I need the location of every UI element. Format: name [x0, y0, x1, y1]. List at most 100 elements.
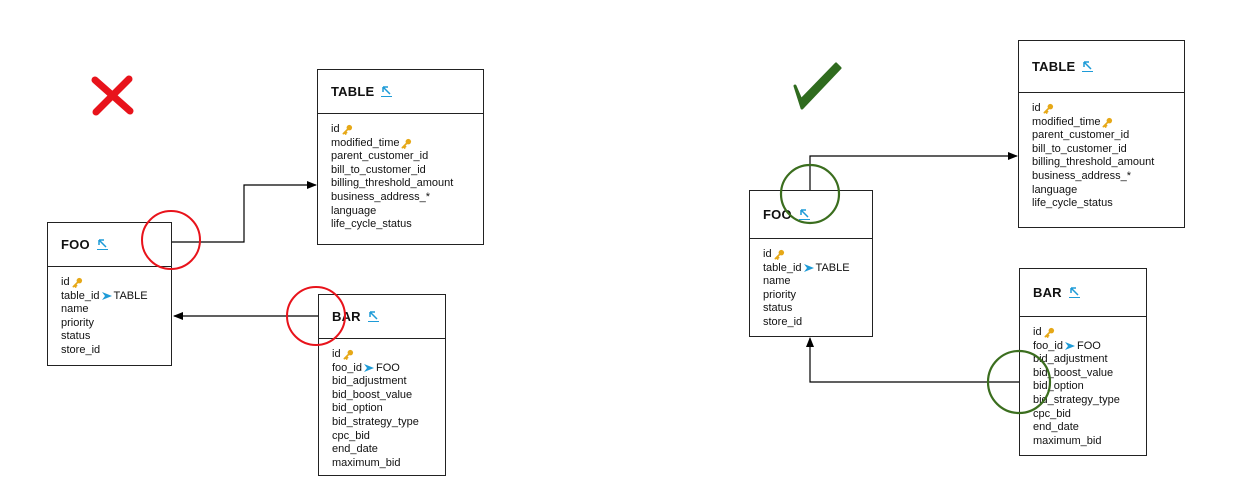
field-name: maximum_bid: [1033, 434, 1102, 447]
entity-header: TABLE: [1019, 41, 1184, 93]
field-row: bid_adjustment: [332, 375, 445, 389]
field-row: id: [331, 123, 483, 137]
field-row: status: [763, 302, 872, 316]
field-name: cpc_bid: [1033, 407, 1071, 420]
field-name: store_id: [61, 343, 101, 356]
field-name: bid_option: [1033, 380, 1084, 393]
field-row: store_id: [763, 316, 872, 330]
field-row: status: [61, 330, 171, 344]
field-row: foo_id FOO: [332, 362, 445, 376]
field-name: priority: [763, 288, 797, 301]
field-row: parent_customer_id: [331, 150, 483, 164]
external-link-icon[interactable]: [1068, 287, 1080, 298]
field-row: name: [61, 303, 171, 317]
field-name: id: [331, 123, 340, 135]
field-row: billing_threshold_amount: [331, 177, 483, 191]
field-row: end_date: [332, 443, 445, 457]
field-name: language: [1032, 183, 1078, 196]
external-link-icon[interactable]: [367, 311, 379, 322]
key-icon: [1103, 117, 1113, 128]
field-name: bid_option: [332, 402, 383, 415]
field-row: life_cycle_status: [331, 218, 483, 232]
field-row: id: [332, 348, 445, 362]
entity-title: FOO: [763, 207, 792, 222]
field-name: parent_customer_id: [1032, 129, 1130, 142]
field-row: bid_option: [1033, 380, 1146, 394]
field-name: bill_to_customer_id: [331, 163, 426, 176]
field-row: id: [763, 248, 872, 262]
entity-header: TABLE: [318, 70, 483, 114]
field-row: id: [61, 276, 171, 290]
field-name: store_id: [763, 315, 803, 328]
field-row: bid_option: [332, 402, 445, 416]
field-row: priority: [763, 289, 872, 303]
key-icon: [1043, 104, 1053, 115]
field-name: parent_customer_id: [331, 150, 429, 163]
field-row: store_id: [61, 344, 171, 358]
field-name: business_address_*: [331, 190, 431, 203]
field-name: name: [61, 303, 89, 316]
field-row: language: [331, 205, 483, 219]
field-row: cpc_bid: [332, 430, 445, 444]
field-name: bid_strategy_type: [332, 415, 419, 428]
field-name: life_cycle_status: [1032, 197, 1113, 210]
external-link-icon[interactable]: [798, 209, 810, 220]
field-reference: TABLE: [815, 261, 850, 274]
field-name: life_cycle_status: [331, 218, 412, 231]
field-name: name: [763, 275, 791, 288]
foreign-key-arrow-icon: [363, 364, 374, 373]
field-name: bid_strategy_type: [1033, 393, 1120, 406]
field-row: business_address_*: [1032, 170, 1184, 184]
field-reference: FOO: [375, 361, 400, 374]
key-icon: [72, 278, 82, 289]
entity-header: FOO: [750, 191, 872, 239]
foreign-key-arrow-icon: [101, 292, 112, 301]
field-row: maximum_bid: [1033, 435, 1146, 449]
field-name: foo_id: [1033, 339, 1063, 352]
key-icon: [343, 350, 353, 361]
field-name: id: [1033, 326, 1042, 338]
field-row: bid_strategy_type: [1033, 394, 1146, 408]
field-name: id: [1032, 102, 1041, 114]
key-icon: [342, 125, 352, 136]
external-link-icon[interactable]: [1082, 61, 1094, 72]
field-row: bid_boost_value: [1033, 367, 1146, 381]
field-name: bid_boost_value: [332, 388, 413, 401]
field-row: modified_time: [1032, 116, 1184, 130]
field-row: cpc_bid: [1033, 408, 1146, 422]
field-row: bid_boost_value: [332, 389, 445, 403]
left-foo-to-table-connector: [172, 181, 317, 243]
field-name: foo_id: [332, 361, 362, 374]
field-row: priority: [61, 317, 171, 331]
field-name: maximum_bid: [332, 456, 401, 469]
field-name: modified_time: [331, 136, 400, 149]
field-name: cpc_bid: [332, 429, 370, 442]
field-name: language: [331, 204, 377, 217]
external-link-icon[interactable]: [96, 239, 108, 250]
field-name: end_date: [332, 443, 378, 456]
field-name: bid_adjustment: [1033, 353, 1108, 366]
key-icon: [402, 138, 412, 149]
field-row: parent_customer_id: [1032, 129, 1184, 143]
field-name: status: [763, 302, 793, 315]
checkmark-icon: [793, 62, 842, 110]
external-link-icon[interactable]: [381, 86, 393, 97]
key-icon: [1044, 328, 1054, 339]
entity-header: BAR: [319, 295, 445, 339]
field-name: id: [763, 248, 772, 260]
cross-icon: [91, 75, 134, 116]
field-row: bid_strategy_type: [332, 416, 445, 430]
field-row: id: [1033, 326, 1146, 340]
